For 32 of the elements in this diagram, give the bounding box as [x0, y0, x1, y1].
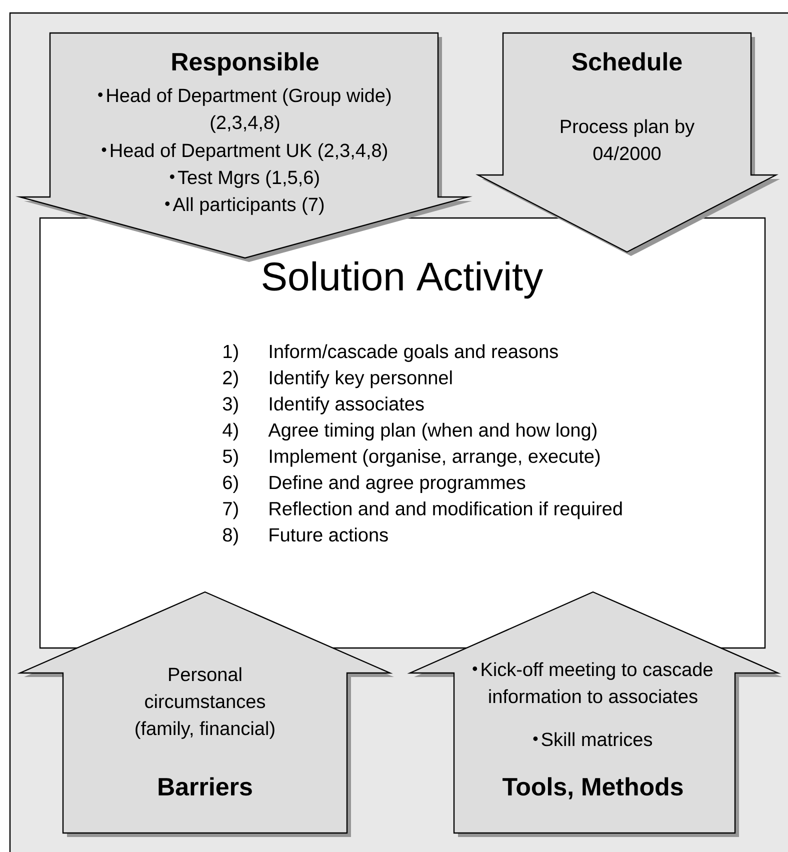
list-item: Identify key personnel [270, 370, 452, 388]
list-item: Implement (organise, arrange, execute) [270, 449, 600, 467]
list-item: Agree timing plan (when and how long) [268, 422, 596, 441]
bullet-item: All participants (7) [165, 197, 324, 215]
bullet-item: Skill matrices [533, 732, 652, 746]
list-number: 2) [223, 370, 238, 388]
list-number: 8) [223, 528, 238, 546]
list-item: Inform/cascade goals and reasons [270, 344, 558, 362]
bullet-item: Head of Department (Group wide) (2,3,4,8) [98, 88, 391, 133]
list-number: 3) [222, 396, 238, 414]
list-number: 5) [222, 449, 238, 467]
list-number: 6) [223, 475, 238, 493]
body-text: Personal circumstances (family, financial) [136, 667, 274, 739]
pointer-panel [16, 32, 472, 262]
list-number: 7) [223, 501, 238, 520]
heading: Responsible [172, 52, 318, 76]
list-number: 4) [222, 422, 238, 441]
heading: Tools, Methods [502, 777, 683, 800]
bullet-item: Head of Department UK (2,3,4,8) [102, 143, 387, 161]
list-item: Reflection and and modification if required [270, 501, 622, 520]
pointer-panel [476, 32, 780, 256]
bullet-item: Kick-off meeting to cascade information to associates [472, 662, 712, 704]
bullet-item: Test Mgrs (1,5,6) [170, 170, 319, 188]
list-number: 1) [224, 344, 238, 362]
heading: Schedule [572, 52, 682, 71]
list-item: Define and agree programmes [270, 475, 526, 493]
list-item: Identify associates [270, 396, 424, 414]
list-item: Future actions [270, 528, 388, 542]
body-text: Process plan by 04/2000 [560, 119, 695, 160]
heading: Barriers [158, 777, 252, 796]
activity-box [39, 217, 766, 649]
title: Solution Activity [262, 261, 544, 299]
